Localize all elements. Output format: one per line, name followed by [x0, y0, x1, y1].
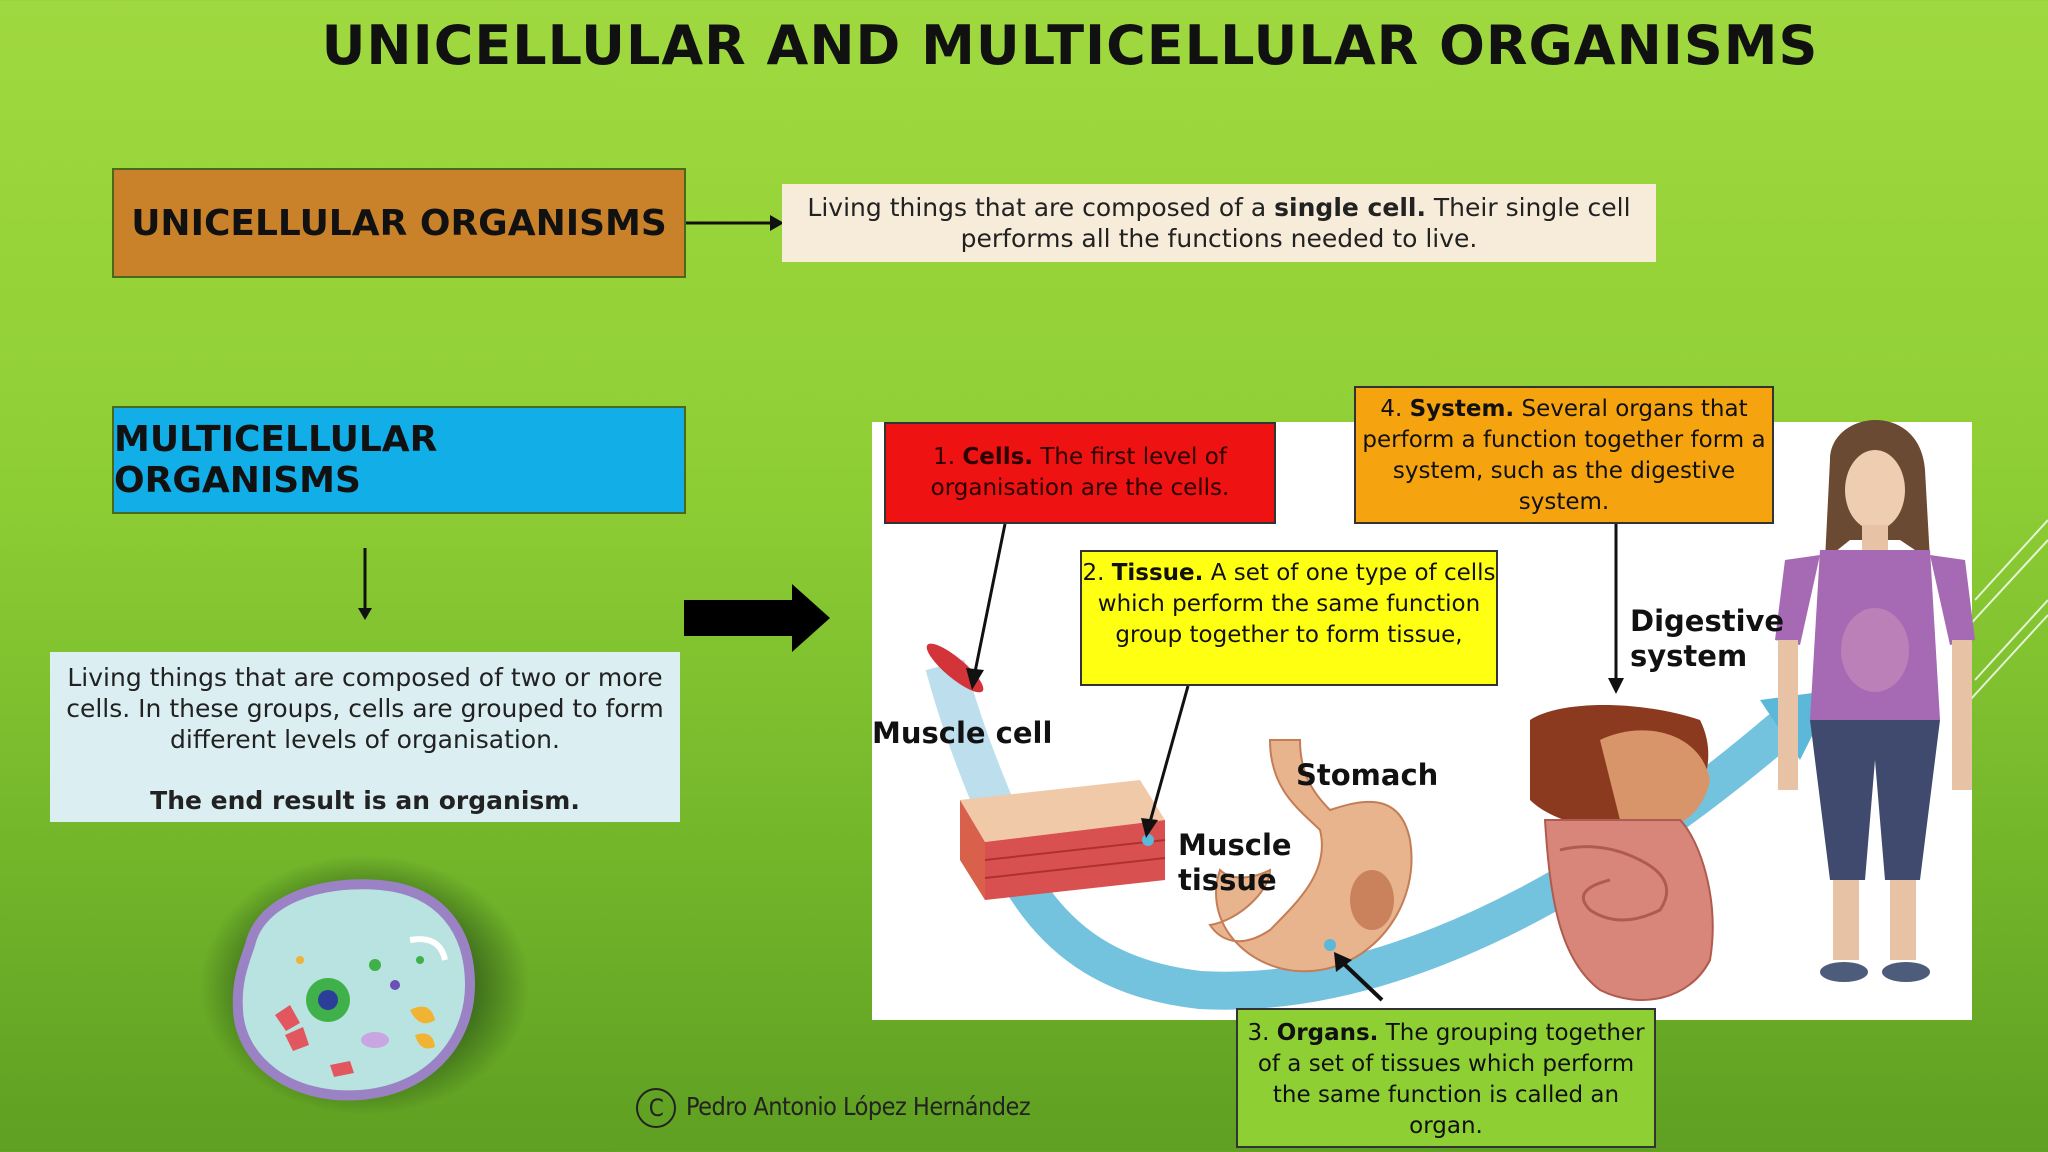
muscle-cell-label: Muscle cell — [872, 716, 1053, 750]
level-cells-box: 1. Cells. The first level of organisatio… — [884, 422, 1276, 524]
muscle-tissue-label: Muscle tissue — [1178, 828, 1292, 897]
stomach-label: Stomach — [1296, 758, 1439, 792]
level-tissue-box: 2. Tissue. A set of one type of cells wh… — [1080, 550, 1498, 686]
multicellular-organisms-box: MULTICELLULAR ORGANISMS — [112, 406, 686, 514]
page-title: UNICELLULAR AND MULTICELLULAR ORGANISMS — [321, 14, 1819, 77]
unicellular-organisms-box: UNICELLULAR ORGANISMS — [112, 168, 686, 278]
copyright-icon: C — [636, 1088, 676, 1128]
level-organs-box: 3. Organs. The grouping together of a se… — [1236, 1008, 1656, 1148]
level-system-box: 4. System. Several organs that perform a… — [1354, 386, 1774, 524]
unicellular-description: Living things that are composed of a sin… — [782, 184, 1656, 262]
digestive-system-label: Digestive system — [1630, 604, 1785, 673]
multicellular-description: Living things that are composed of two o… — [50, 652, 680, 822]
